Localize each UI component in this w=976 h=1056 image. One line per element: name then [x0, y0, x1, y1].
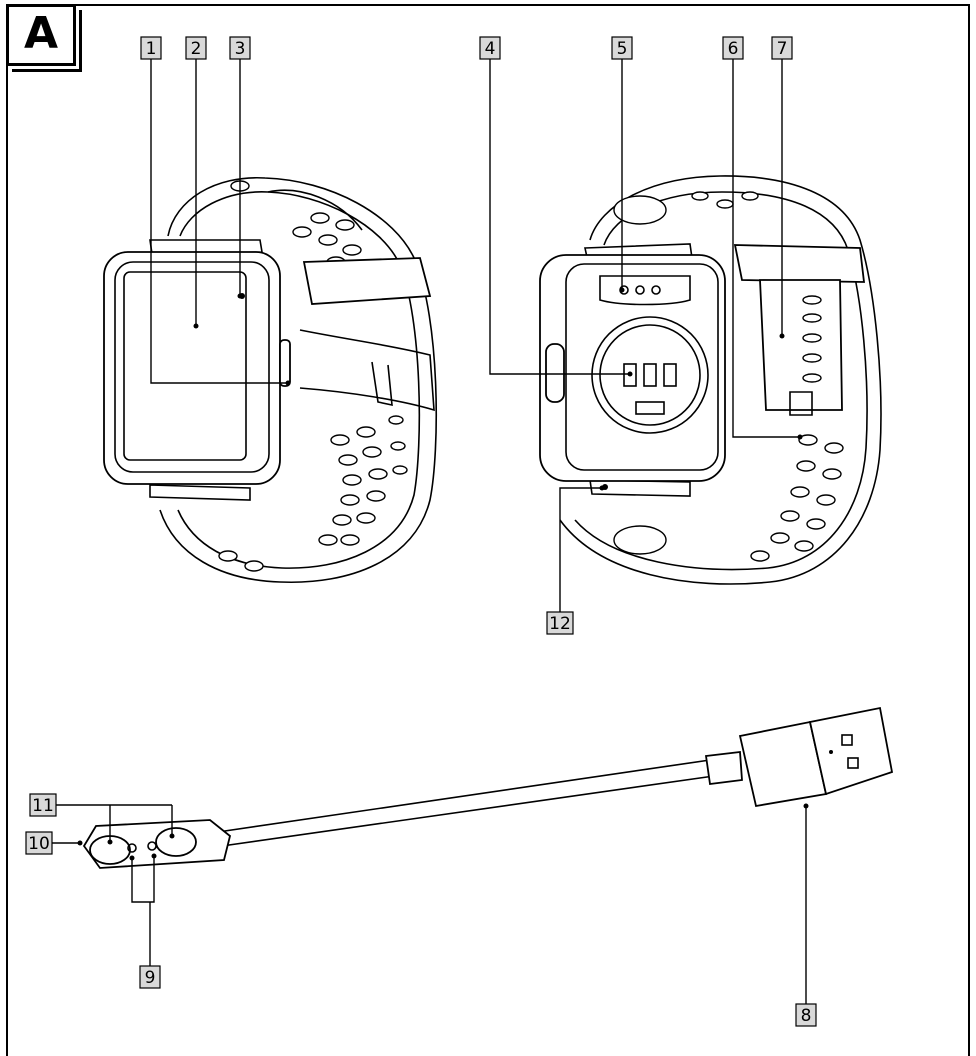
leader-lines — [52, 59, 809, 1004]
svg-text:10: 10 — [28, 834, 50, 854]
callout-3: 3 — [229, 36, 251, 60]
svg-text:5: 5 — [617, 39, 628, 59]
callout-9: 9 — [139, 965, 161, 989]
callout-4: 4 — [479, 36, 501, 60]
smartwatch-back — [539, 175, 882, 585]
smartwatch-front — [103, 177, 438, 584]
svg-text:6: 6 — [728, 39, 739, 59]
figure-frame — [6, 4, 970, 1056]
panel-label: A — [6, 4, 76, 66]
svg-text:2: 2 — [191, 39, 202, 59]
band-holes-back — [613, 191, 844, 562]
callout-7: 7 — [771, 36, 793, 60]
callout-2: 2 — [185, 36, 207, 60]
callout-1: 1 — [140, 36, 162, 60]
svg-text:11: 11 — [32, 796, 54, 816]
svg-text:12: 12 — [549, 614, 571, 634]
svg-text:4: 4 — [485, 39, 496, 59]
callout-11: 11 — [29, 793, 57, 817]
callout-12: 12 — [546, 611, 574, 635]
svg-text:1: 1 — [146, 39, 157, 59]
panel-tag-shadow — [12, 10, 82, 72]
svg-text:3: 3 — [235, 39, 246, 59]
svg-text:8: 8 — [801, 1006, 812, 1026]
callout-6: 6 — [722, 36, 744, 60]
svg-text:7: 7 — [777, 39, 788, 59]
callout-5: 5 — [611, 36, 633, 60]
callout-8: 8 — [795, 1003, 817, 1027]
svg-text:9: 9 — [145, 968, 156, 988]
usb-charging-cable — [82, 706, 894, 869]
callout-10: 10 — [25, 831, 53, 855]
